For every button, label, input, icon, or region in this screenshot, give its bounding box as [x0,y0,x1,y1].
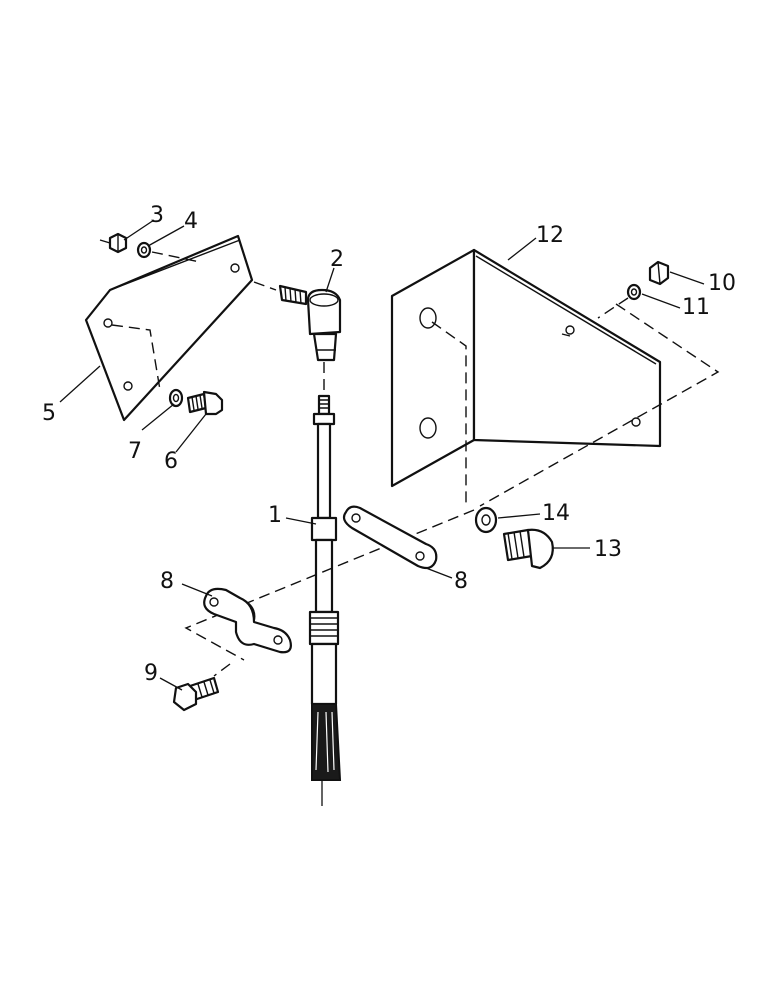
label-part-12: 12 [536,223,564,248]
label-part-8-clamp: 8 [160,569,174,594]
label-part-3: 3 [150,203,164,228]
assembly-line-right [479,303,720,507]
bolt-left-plate [186,390,224,416]
assembly-line-left [184,509,475,661]
label-part-2: 2 [330,247,344,272]
control-cable [308,362,342,806]
bolt-bracket [502,528,554,570]
label-part-8-plate: 8 [454,569,468,594]
nut-top-left [99,232,128,254]
label-part-1: 1 [268,503,282,528]
label-part-7: 7 [128,439,142,464]
label-part-10: 10 [708,271,736,296]
label-part-11: 11 [682,295,710,320]
label-part-13: 13 [594,537,622,562]
label-part-5: 5 [42,401,56,426]
cable-clamp [203,587,292,654]
washer-bracket [474,506,498,534]
link-plate [342,505,438,570]
label-part-4: 4 [184,209,198,234]
label-part-9: 9 [144,661,158,686]
leader-lines [59,219,705,691]
label-part-14: 14 [542,501,570,526]
washer-top-left [136,241,201,263]
washer-top-right [597,283,642,319]
angle-bracket [390,248,662,508]
washer-left-plate [168,388,184,408]
ball-joint [253,281,342,362]
bolt-bottom-left [172,663,231,712]
nut-top-right [648,260,670,286]
label-part-6: 6 [164,449,178,474]
left-mounting-plate [84,234,254,422]
